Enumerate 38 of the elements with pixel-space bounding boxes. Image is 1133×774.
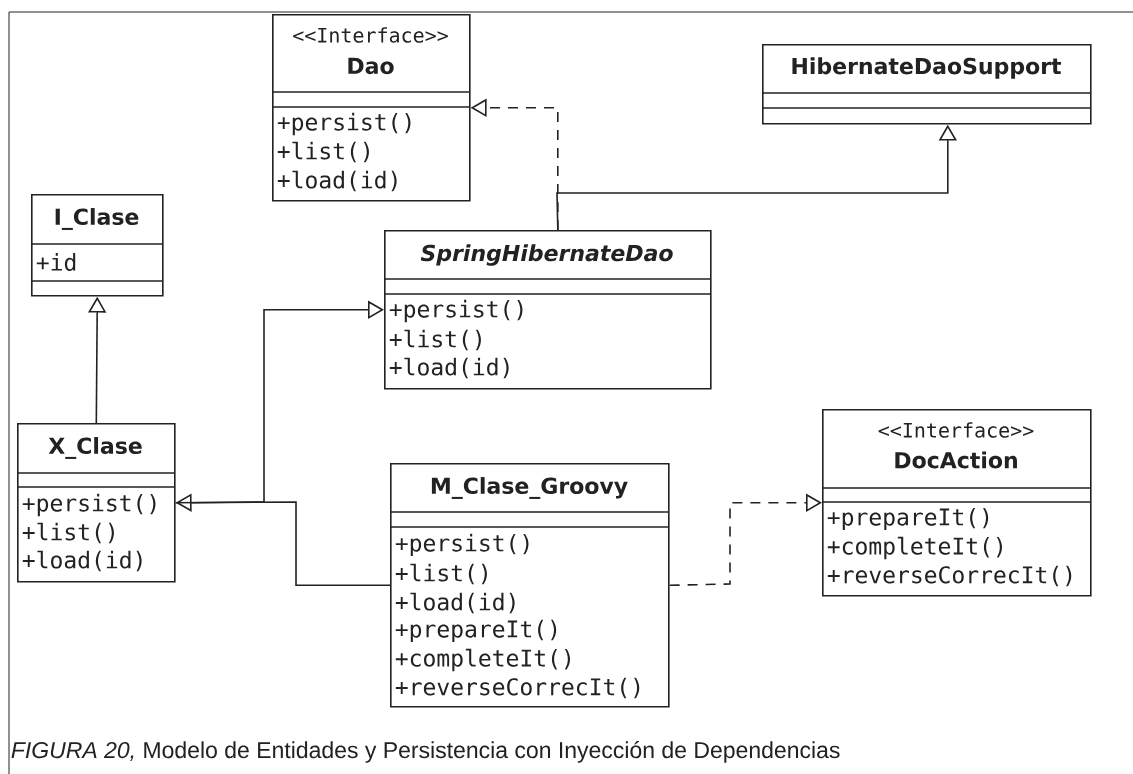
class-box — [30, 194, 164, 297]
class-box — [271, 14, 471, 202]
class-name: X_Clase — [48, 437, 142, 459]
member-text: +load(id) — [277, 170, 397, 192]
member-text: +persist() — [395, 533, 529, 557]
member-text: +reverseCorrecIt() — [395, 677, 640, 699]
member-text: +load(id) — [395, 592, 515, 614]
class-box — [821, 409, 1092, 597]
class-name: HibernateDaoSupport — [792, 57, 1062, 79]
class-name: I_Clase — [55, 208, 139, 230]
member-text: +persist() — [389, 299, 523, 323]
class-box — [383, 230, 712, 390]
member-text: +id — [36, 253, 76, 271]
class-name: Dao — [348, 57, 394, 75]
class-box — [761, 44, 1092, 125]
class-box — [16, 423, 176, 583]
stereotype-text: <<Interface>> — [293, 27, 448, 43]
class-name: SpringHibernateDao — [420, 244, 673, 266]
member-text: +list() — [22, 522, 114, 544]
member-text: +load(id) — [389, 357, 509, 379]
realization-arrow — [668, 493, 822, 587]
class-box — [389, 463, 670, 708]
member-text: +completeIt() — [827, 536, 1002, 560]
member-text: +list() — [389, 329, 481, 351]
member-text: +reverseCorrecIt() — [827, 565, 1072, 587]
class-name: DocAction — [895, 451, 1017, 469]
inheritance-arrow — [174, 300, 384, 504]
member-text: +completeIt() — [395, 648, 570, 672]
member-text: +persist() — [22, 493, 156, 517]
class-name: M_Clase_Groovy — [431, 477, 628, 499]
member-text: +prepareIt() — [395, 619, 557, 643]
member-text: +load(id) — [22, 550, 142, 572]
member-text: +list() — [277, 141, 369, 163]
member-text: +list() — [395, 563, 487, 585]
caption: FIGURA 20, Modelo de Entidades y Persistencia con Inyección de Dependencias — [11, 741, 840, 763]
stereotype-text: <<Interface>> — [878, 422, 1034, 438]
member-text: +persist() — [277, 112, 411, 136]
member-text: +prepareIt() — [827, 507, 989, 531]
